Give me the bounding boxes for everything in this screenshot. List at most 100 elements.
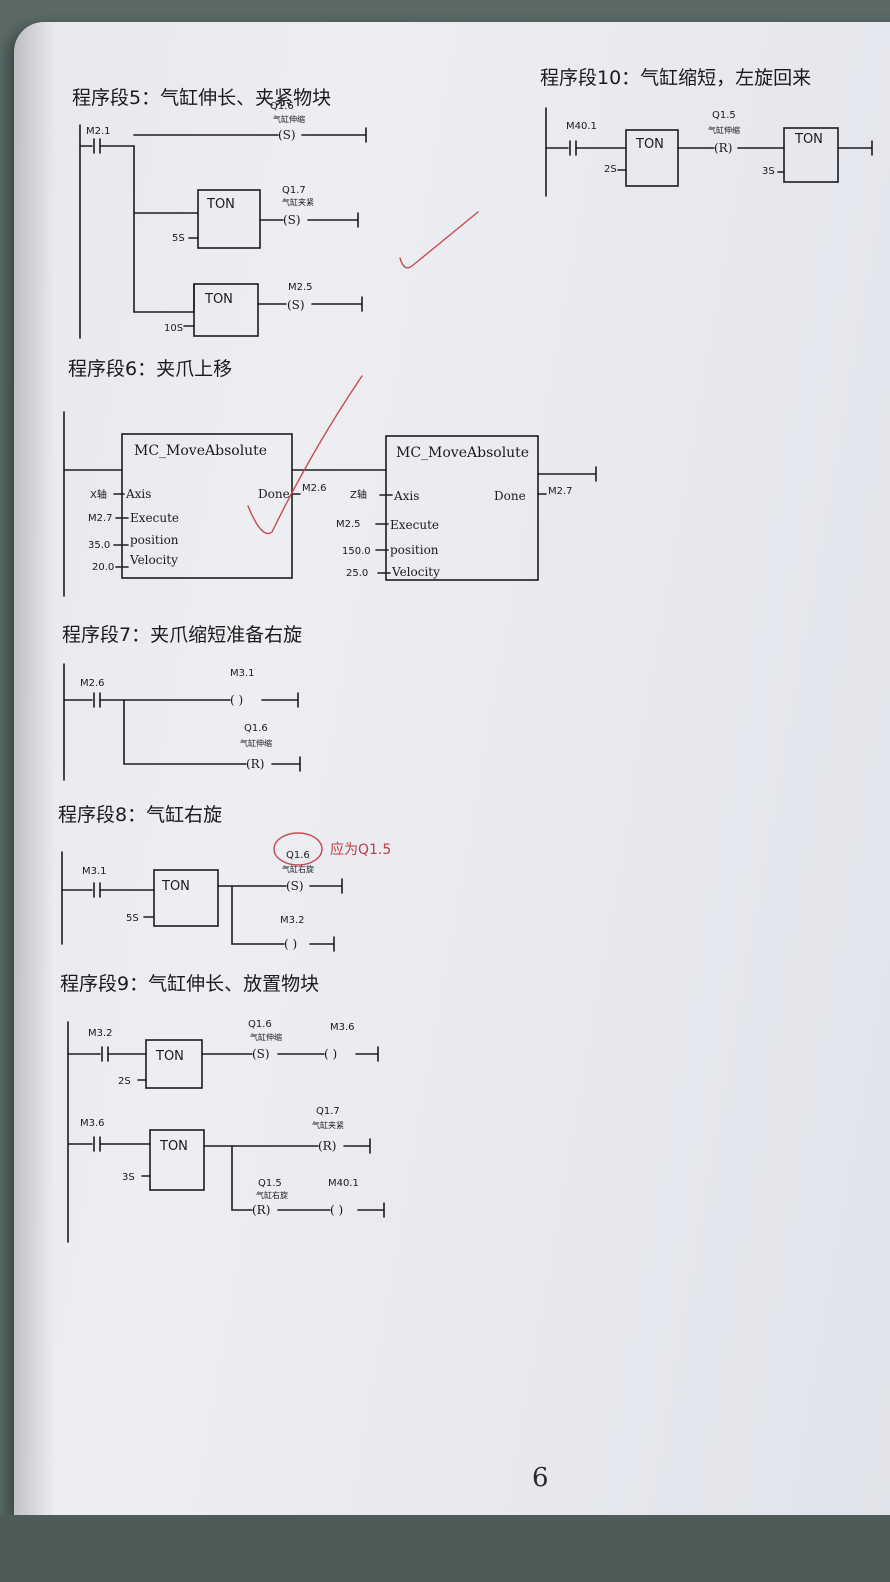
s6-fb2-pin-position: position [390, 543, 439, 557]
section-9: 程序段9：气缸伸长、放置物块 M3.2 TON 2S Q1.6 气缸伸缩 (S)… [60, 973, 385, 1243]
s7-coil1-addr: M3.1 [230, 668, 255, 679]
red-checkmark-2 [247, 375, 363, 535]
s5-coil3: (S) [287, 298, 305, 312]
section-10: 程序段10：气缸缩短，左旋回来 M40.1 TON 2S Q1.5 气缸伸缩 (… [540, 67, 873, 197]
s10-contact-label: M40.1 [566, 121, 597, 132]
s10-ton1-box [625, 129, 679, 187]
section-5-title: 程序段5：气缸伸长、夹紧物块 [72, 87, 331, 109]
s10-ton2-label: TON [794, 132, 823, 147]
s6-fb1-execute-in: M2.7 [88, 513, 113, 524]
s8-ton-label: TON [161, 879, 190, 894]
notebook-page [14, 22, 890, 1517]
s9-coil3-name: 气缸夹紧 [312, 1120, 344, 1130]
s5-coil2-name: 气缸夹紧 [282, 197, 314, 207]
red-circle-mark [273, 832, 323, 866]
section-6: 程序段6：夹爪上移 MC_MoveAbsolute Axis Execute p… [63, 358, 597, 597]
s6-fb1-pin-velocity: Velocity [129, 553, 178, 567]
s6-fb2-name: MC_MoveAbsolute [396, 445, 529, 461]
s5-ton2-box [193, 283, 259, 337]
s5-ton1-pt: 5S [172, 233, 185, 244]
s9-coil5-addr: M40.1 [328, 1178, 359, 1189]
s9-ton1-box [145, 1039, 203, 1089]
s5-ton1-box [197, 189, 261, 249]
s7-coil2: (R) [246, 757, 264, 771]
s5-ton2-pt: 10S [164, 323, 183, 334]
section-5: 程序段5：气缸伸长、夹紧物块 M2.1 Q1.6 气缸伸缩 (S) TON 5S… [72, 87, 479, 339]
s5-ton2-label: TON [204, 292, 233, 307]
s9-ton2-box [149, 1129, 205, 1191]
s6-fb2-velocity-in: 25.0 [346, 568, 368, 579]
s5-coil1: (S) [278, 128, 296, 142]
s6-fb2-box [385, 435, 539, 581]
s6-fb2-done-out: M2.7 [548, 486, 573, 497]
section-10-title: 程序段10：气缸缩短，左旋回来 [540, 67, 811, 89]
s9-ton1-label: TON [155, 1049, 184, 1064]
s8-ton-box [153, 869, 219, 927]
s5-coil1-addr: Q1.6 [270, 101, 294, 112]
s6-fb2-pin-done: Done [494, 489, 526, 503]
s10-ton2-pt: 3S [762, 166, 775, 177]
s9-ton1-pt: 2S [118, 1076, 131, 1087]
s6-fb2-position-in: 150.0 [342, 546, 371, 557]
s7-coil2-name: 气缸伸缩 [240, 738, 272, 748]
s8-coil1: (S) [286, 879, 304, 893]
s9-coil1-name: 气缸伸缩 [250, 1032, 282, 1042]
s6-fb2-pin-axis: Axis [393, 489, 419, 503]
s6-fb2-pin-execute: Execute [390, 518, 439, 532]
section-7: 程序段7：夹爪缩短准备右旋 M2.6 M3.1 ( ) Q1.6 气缸伸缩 (R… [62, 624, 302, 781]
s9-ton2-label: TON [159, 1139, 188, 1154]
s9-rung2-contact-label: M3.6 [80, 1118, 105, 1129]
s7-contact-label: M2.6 [80, 678, 105, 689]
section-9-title: 程序段9：气缸伸长、放置物块 [60, 973, 319, 995]
s9-coil1: (S) [252, 1047, 270, 1061]
s5-contact-label: M2.1 [86, 126, 111, 137]
s6-fb1-pin-done: Done [258, 487, 290, 501]
s10-ton1-label: TON [635, 137, 664, 152]
section-8-title: 程序段8：气缸右旋 [58, 804, 222, 826]
s6-fb1-pin-axis: Axis [125, 487, 151, 501]
s8-coil2-addr: M3.2 [280, 915, 305, 926]
s9-coil2: ( ) [324, 1047, 337, 1061]
page-number: 6 [532, 1463, 549, 1493]
s6-fb1-done-out: M2.6 [302, 483, 327, 494]
s7-coil1: ( ) [230, 693, 243, 707]
s9-rung1-contact-label: M3.2 [88, 1028, 113, 1039]
s6-fb1-axis-in: X轴 [90, 488, 107, 501]
s9-ton2-pt: 3S [122, 1172, 135, 1183]
s10-coil1-name: 气缸伸缩 [708, 125, 740, 135]
s9-coil4-addr: Q1.5 [258, 1178, 282, 1189]
s6-fb1-pin-position: position [130, 533, 179, 547]
s8-coil1-name: 气缸右旋 [282, 864, 314, 874]
s6-fb1-velocity-in: 20.0 [92, 562, 114, 573]
s5-coil3-addr: M2.5 [288, 282, 313, 293]
s9-coil3-addr: Q1.7 [316, 1106, 340, 1117]
s6-fb1-box [121, 433, 293, 579]
s7-coil2-addr: Q1.6 [244, 723, 268, 734]
s5-coil2: (S) [283, 213, 301, 227]
red-checkmark-1 [399, 211, 479, 269]
s5-coil2-addr: Q1.7 [282, 185, 306, 196]
s9-coil3: (R) [318, 1139, 336, 1153]
s6-fb2-execute-in: M2.5 [336, 519, 361, 530]
s10-ton1-pt: 2S [604, 164, 617, 175]
s5-coil1-name: 气缸伸缩 [273, 114, 305, 124]
s9-coil4: (R) [252, 1203, 270, 1217]
s8-contact-label: M3.1 [82, 866, 107, 877]
s6-fb1-position-in: 35.0 [88, 540, 110, 551]
s8-red-note: 应为Q1.5 [330, 841, 391, 858]
s6-fb1-pin-execute: Execute [130, 511, 179, 525]
s8-ton-pt: 5S [126, 913, 139, 924]
s10-ton2-box [783, 127, 839, 183]
s9-coil5: ( ) [330, 1203, 343, 1217]
s8-coil1-addr: Q1.6 [286, 850, 310, 861]
s9-coil2-addr: M3.6 [330, 1022, 355, 1033]
s5-ton1-label: TON [206, 197, 235, 212]
s6-fb2-pin-velocity: Velocity [391, 565, 440, 579]
table-surface [0, 1515, 890, 1582]
s10-coil1: (R) [714, 141, 732, 155]
s9-coil4-name: 气缸右旋 [256, 1190, 288, 1200]
section-7-title: 程序段7：夹爪缩短准备右旋 [62, 624, 302, 646]
section-8: 程序段8：气缸右旋 M3.1 TON 5S Q1.6 应为Q1.5 气缸右旋 (… [58, 804, 391, 952]
page-shadow [14, 22, 54, 1517]
